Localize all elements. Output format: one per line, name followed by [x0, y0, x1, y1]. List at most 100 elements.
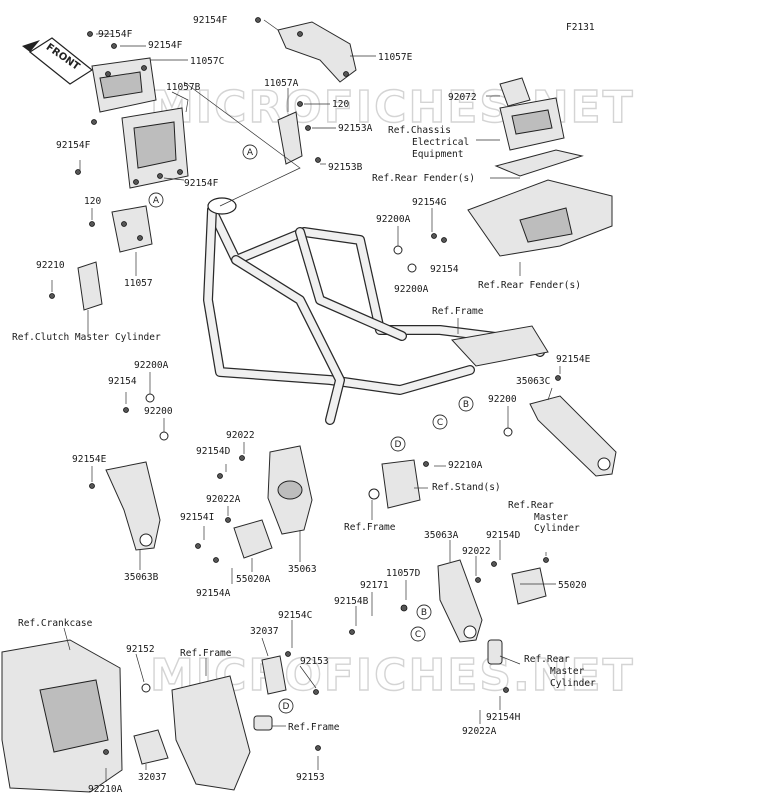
label-11057b: 11057B: [166, 82, 201, 93]
label-ref-rear-1: Ref.Rear: [508, 500, 554, 511]
svg-text:A: A: [153, 196, 160, 206]
figure-code: F2131: [566, 22, 595, 33]
callout-a-lower: A: [148, 192, 164, 208]
part-labels: 92154F 92154F 11057C 92154F 11057E 11057…: [12, 15, 596, 795]
guard-55020: [511, 567, 547, 605]
label-92022-1: 92022: [226, 430, 255, 441]
svg-text:A: A: [247, 148, 254, 158]
label-92171: 92171: [360, 580, 389, 591]
label-ref-clutch-master-cylinder: Ref.Clutch Master Cylinder: [12, 332, 161, 343]
svg-text:B: B: [421, 608, 427, 618]
label-ref-rear-fender-2: Ref.Rear Fender(s): [478, 280, 581, 291]
front-arrow: FRONT: [22, 37, 94, 85]
label-32037-2: 32037: [138, 772, 167, 783]
bracket-11057e: [277, 21, 357, 83]
label-92154f-3: 92154F: [193, 15, 228, 26]
label-92154f-4: 92154F: [56, 140, 91, 151]
label-35063b: 35063B: [124, 572, 159, 583]
label-master-2: Master: [550, 666, 585, 677]
plate-11057a: [277, 111, 303, 165]
bracket-92210: [77, 261, 103, 311]
bracket-11057c: [91, 57, 157, 113]
label-ref-frame-2: Ref.Frame: [344, 522, 396, 533]
fasteners: [49, 17, 561, 755]
label-92154i: 92154I: [180, 512, 214, 523]
bracket-35063b: [105, 461, 161, 551]
label-92154f-1: 92154F: [98, 29, 133, 40]
label-92153-2: 92153: [296, 772, 325, 783]
guard-55020a: [233, 519, 273, 559]
label-92200a-3: 92200A: [134, 360, 169, 371]
label-ref-crankcase: Ref.Crankcase: [18, 618, 93, 629]
callout-c-lower: C: [410, 626, 426, 642]
label-92200a-2: 92200A: [394, 284, 429, 295]
label-92022-2: 92022: [462, 546, 491, 557]
label-ref-rear-2: Ref.Rear: [524, 654, 570, 665]
label-92022a-1: 92022A: [206, 494, 241, 505]
callout-d-lower: D: [278, 698, 294, 714]
label-ref-rear-fender-1: Ref.Rear Fender(s): [372, 173, 475, 184]
label-92200-1: 92200: [488, 394, 517, 405]
label-equipment: Equipment: [412, 149, 463, 160]
label-92154e-1: 92154E: [556, 354, 591, 365]
leader-lines: [51, 19, 561, 782]
svg-text:C: C: [415, 630, 421, 640]
label-120-2: 120: [84, 196, 101, 207]
label-11057e: 11057E: [378, 52, 413, 63]
callout-b-lower: B: [416, 604, 432, 620]
label-11057d: 11057D: [386, 568, 421, 579]
label-92210a-2: 92210A: [88, 784, 123, 795]
label-55020: 55020: [558, 580, 587, 591]
label-92154b: 92154B: [334, 596, 369, 607]
label-ref-frame-1: Ref.Frame: [432, 306, 484, 317]
label-92154h: 92154H: [486, 712, 521, 723]
label-92200-2: 92200: [144, 406, 173, 417]
label-92210a-1: 92210A: [448, 460, 483, 471]
callout-b-frame: B: [458, 396, 474, 412]
label-92153a: 92153A: [338, 123, 373, 134]
label-92152: 92152: [126, 644, 155, 655]
label-32037-1: 32037: [250, 626, 279, 637]
callout-a-upper: A: [242, 144, 258, 160]
label-92154c: 92154C: [278, 610, 312, 621]
label-92154f-2: 92154F: [148, 40, 183, 51]
callout-c-frame: C: [432, 414, 448, 430]
label-ref-frame-4: Ref.Frame: [288, 722, 340, 733]
svg-text:D: D: [283, 702, 290, 712]
label-cylinder-1: Cylinder: [534, 523, 580, 534]
label-92154-1: 92154: [430, 264, 459, 275]
rear-master-cylinder: [487, 639, 503, 665]
label-92154f-5: 92154F: [184, 178, 219, 189]
label-35063: 35063: [288, 564, 317, 575]
crankcase: [1, 639, 123, 793]
label-cylinder-2: Cylinder: [550, 678, 596, 689]
label-ref-stands: Ref.Stand(s): [432, 482, 501, 493]
label-92154-2: 92154: [108, 376, 137, 387]
label-electrical: Electrical: [412, 137, 469, 148]
svg-text:D: D: [395, 440, 402, 450]
label-92022a-2: 92022A: [462, 726, 497, 737]
label-92154a: 92154A: [196, 588, 231, 599]
label-92154e-2: 92154E: [72, 454, 107, 465]
label-92072: 92072: [448, 92, 477, 103]
svg-text:B: B: [463, 400, 469, 410]
label-92154g: 92154G: [412, 197, 447, 208]
label-120-1: 120: [332, 99, 349, 110]
main-frame: [203, 197, 549, 425]
label-11057c: 11057C: [190, 56, 224, 67]
label-11057: 11057: [124, 278, 153, 289]
bracket-11057: [111, 205, 153, 253]
bracket-35063: [267, 445, 313, 535]
engine-mount-bracket: [133, 655, 287, 791]
label-35063a: 35063A: [424, 530, 459, 541]
label-55020a: 55020A: [236, 574, 271, 585]
label-11057a: 11057A: [264, 78, 299, 89]
battery-case: [494, 77, 584, 177]
rear-fender: [467, 179, 613, 257]
label-92154d-1: 92154D: [196, 446, 231, 457]
label-92153b: 92153B: [328, 162, 363, 173]
label-92210: 92210: [36, 260, 65, 271]
label-master-1: Master: [534, 512, 569, 523]
label-35063c: 35063C: [516, 376, 550, 387]
